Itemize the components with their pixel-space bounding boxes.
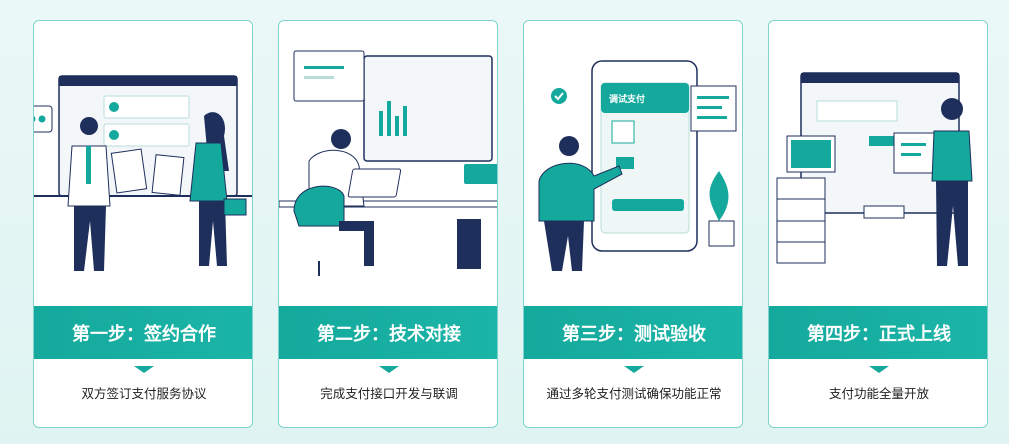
testing-illustration: 调试支付: [538, 60, 737, 271]
down-arrow-icon: [624, 366, 644, 373]
development-illustration: [279, 50, 497, 276]
signing-illustration: [34, 75, 252, 271]
down-arrow-icon: [379, 366, 399, 373]
step-card-2: 第二步：技术对接 完成支付接口开发与联调: [278, 20, 498, 428]
step-description: 支付功能全量开放: [828, 386, 929, 401]
step-description: 双方签订支付服务协议: [81, 386, 207, 401]
step-title: 第三步：测试验收: [524, 306, 742, 359]
step-title: 第四步：正式上线: [769, 306, 987, 359]
launch-illustration: [776, 72, 973, 266]
step-description: 通过多轮支付测试确保功能正常: [546, 386, 722, 401]
step-card-1: 第一步：签约合作 双方签订支付服务协议: [33, 20, 253, 428]
down-arrow-icon: [869, 366, 889, 373]
down-arrow-icon: [134, 366, 154, 373]
step-card-3: 调试支付 第三步：测试验收 通过多轮支付测试确保功能正常: [523, 20, 743, 428]
step-title: 第一步：签约合作: [34, 306, 252, 359]
step-card-4: 第四步：正式上线 支付功能全量开放: [768, 20, 988, 428]
phone-title: 调试支付: [609, 93, 645, 105]
step-description: 完成支付接口开发与联调: [320, 386, 458, 401]
step-title: 第二步：技术对接: [279, 306, 497, 359]
